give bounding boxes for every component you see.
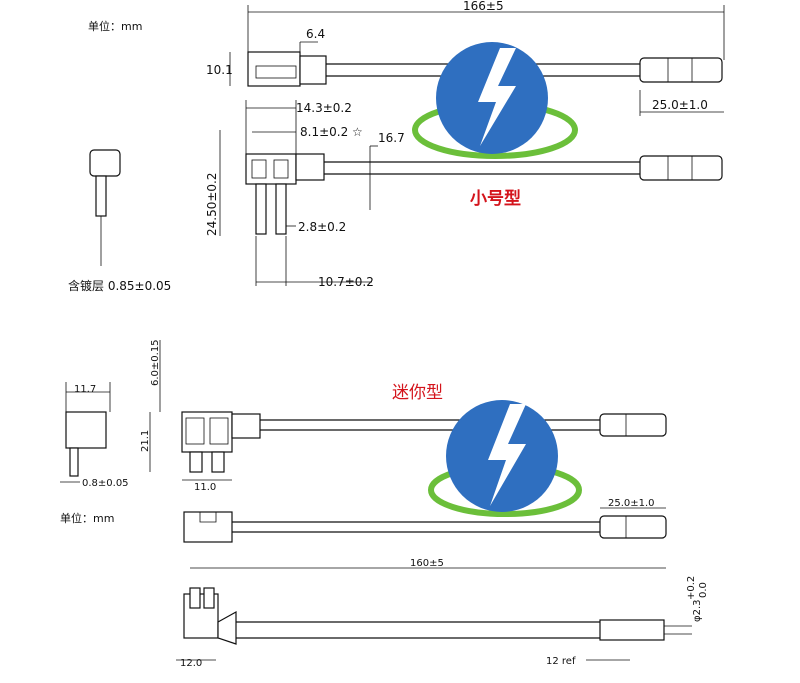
top-terminal-upper: [639, 57, 723, 83]
bottom-side-thickness: 0.8±0.05: [82, 478, 129, 489]
top-section: 单位：mm 166±5 10.1 6.4 25.0±1.0: [68, 0, 725, 293]
top-side-slot: [255, 65, 297, 79]
bottom-side-width: 11.7: [74, 384, 96, 395]
bottom-unit-label: 单位：mm: [60, 511, 114, 525]
top-front-blade-left: [255, 183, 267, 235]
bottom-section: 迷你型 11.7 0.8±0.05 6.0±0.15: [60, 339, 709, 669]
bottom-lower-view: [183, 587, 692, 645]
bottom-top-height: 6.0±0.15: [150, 339, 161, 386]
bottom-lower-clip-right: [203, 587, 215, 609]
bottom-type-label: 迷你型: [392, 383, 443, 403]
lightning-logo-icon: [478, 48, 516, 146]
top-blade-width: 2.8±0.2: [298, 220, 346, 234]
bottom-side-profile: 11.7 0.8±0.05: [60, 382, 129, 489]
bottom-front-slot-left: [185, 417, 205, 445]
bottom-front-slot-right: [209, 417, 229, 445]
bottom-front-blade-left: [189, 451, 203, 473]
bottom-lower-terminal: [599, 619, 665, 641]
bottom-lower-crimp: [217, 610, 237, 645]
top-side-tab: [299, 55, 327, 85]
top-type-label: 小号型: [470, 188, 521, 209]
bottom-terminal-upper: [599, 413, 667, 437]
top-front-slot-left: [251, 159, 267, 179]
top-profile-body: [89, 149, 121, 177]
top-terminal-lower: [639, 155, 723, 181]
top-profile-view: [89, 149, 121, 266]
top-front-body: [245, 153, 297, 185]
bottom-front-tab: [231, 413, 261, 439]
bottom-logo: [428, 400, 582, 517]
top-bottom-width: 10.7±0.2: [318, 275, 374, 289]
top-plating-label: 含镀层 0.85±0.05: [68, 278, 171, 293]
bottom-front-body: [181, 411, 233, 453]
bottom-middle-body: [183, 511, 233, 543]
top-overall-length: 166±5: [463, 0, 504, 13]
bottom-side-body: [65, 411, 107, 449]
top-height-left: 10.1: [206, 63, 233, 77]
top-terminal-length: 25.0±1.0: [652, 98, 708, 112]
bottom-side-blade: [69, 447, 79, 477]
bottom-pin-diameter: φ2.3: [692, 600, 703, 623]
top-front-view: [245, 153, 723, 235]
bottom-body-width: 11.0: [194, 482, 216, 493]
bottom-front-view: [181, 411, 667, 473]
bottom-pin-tol-upper: +0.2: [686, 576, 697, 600]
lightning-logo-icon: [488, 404, 526, 506]
top-body-width: 14.3±0.2: [296, 101, 352, 115]
bottom-terminal-middle: [599, 515, 667, 539]
bottom-front-blade-right: [211, 451, 225, 473]
bottom-body-height: 21.1: [140, 430, 151, 452]
bottom-overall-length: 160±5: [410, 558, 444, 569]
bottom-pin-tol-lower: 0.0: [698, 582, 709, 598]
top-front-blade-right: [275, 183, 287, 235]
top-tab-width: 6.4: [306, 27, 325, 41]
top-unit-label: 单位：mm: [88, 19, 142, 33]
top-wire-offset: 16.7: [378, 131, 405, 145]
bottom-middle-notch: [199, 512, 217, 523]
bottom-terminal-length: 25.0±1.0: [608, 498, 655, 509]
top-front-slot-right: [273, 159, 289, 179]
top-slot-width: 8.1±0.2 ☆: [300, 125, 363, 139]
top-side-body: [247, 51, 301, 87]
bottom-ref-length: 12 ref: [546, 656, 576, 667]
bottom-middle-view: [183, 511, 667, 543]
top-total-height: 24.50±0.2: [205, 173, 219, 237]
top-profile-blade: [95, 175, 107, 217]
bottom-lower-clip-left: [189, 587, 201, 609]
top-logo: [412, 42, 578, 159]
bottom-lower-width: 12.0: [180, 658, 202, 669]
top-front-tab: [295, 153, 325, 181]
